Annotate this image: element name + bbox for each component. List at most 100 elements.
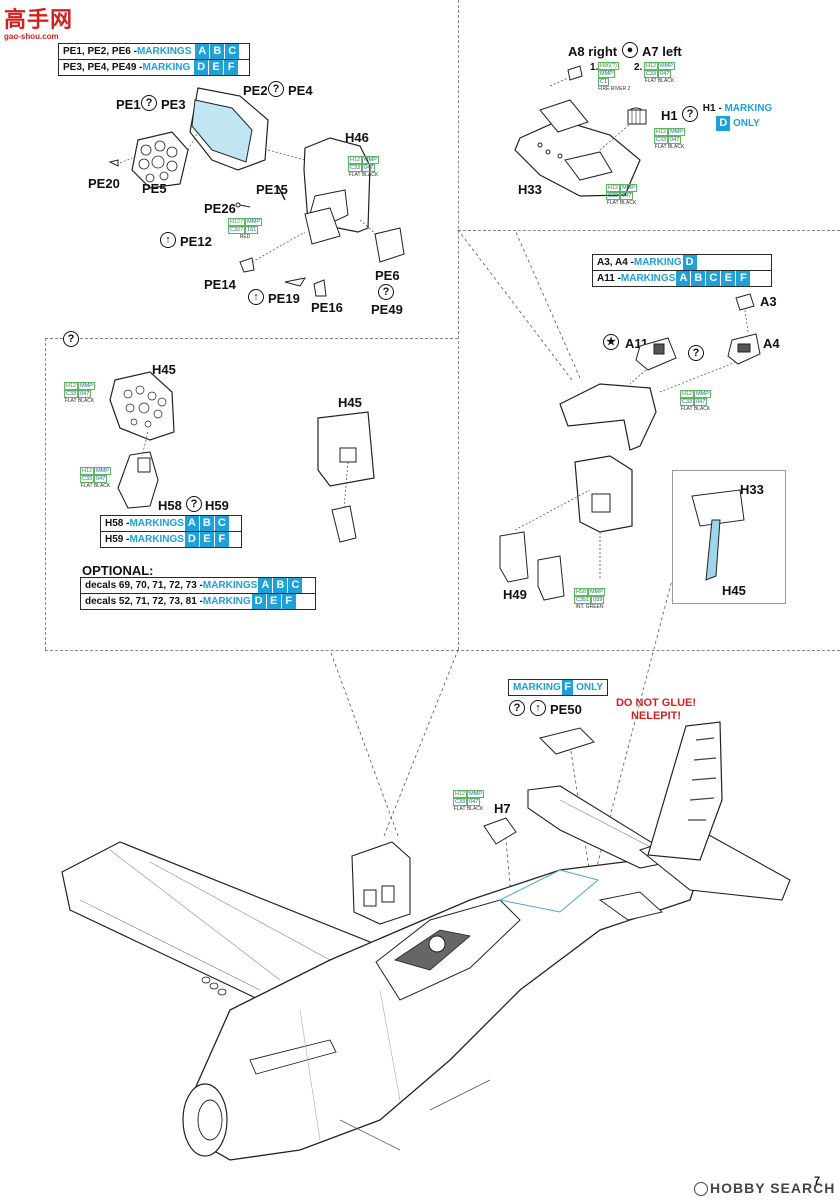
question-icon: ? [63, 331, 79, 347]
paint-code: C1 [598, 78, 610, 86]
label-h45: H45 [152, 362, 176, 377]
paint-code: 047 [94, 475, 108, 483]
warning-line: DO NOT GLUE! [615, 697, 697, 709]
paint-name: FLAT BLACK [80, 483, 111, 489]
paint-name: FLAT BLACK [680, 406, 711, 412]
paint-code: 047 [467, 798, 481, 806]
note-suffix: ONLY [732, 118, 760, 129]
marking-badge: F [224, 60, 239, 75]
row-word: MARKINGS [129, 534, 184, 545]
bend-arrow-icon: ↑ [248, 289, 264, 305]
marking-badge: D [682, 255, 697, 270]
marking-badge: D [194, 60, 209, 75]
label-pe20: PE20 [88, 176, 120, 191]
watermark-logo: 高手网 gao-shou.com [4, 2, 73, 41]
marking-badge: E [209, 60, 224, 75]
star-symbol-icon: ★ [603, 334, 619, 350]
label-h45-b: H45 [338, 395, 362, 410]
divider-v-top [458, 0, 459, 650]
paint-code: MMP [467, 790, 484, 798]
label-pe2: PE2 [243, 83, 268, 98]
note-prefix: H1 - [702, 103, 725, 114]
paint-code: 047 [668, 136, 682, 144]
marking-badge: B [691, 271, 706, 286]
optional-row1: decals 69, 70, 71, 72, 73 - MARKINGS A B… [81, 578, 315, 594]
watermark-url: gao-shou.com [4, 32, 59, 41]
row-prefix: A3, A4 - [597, 257, 634, 268]
paint-code: MMP [668, 128, 685, 136]
label-h33-detail: H33 [740, 482, 764, 497]
row-word: MARKING [633, 257, 682, 268]
marking-badge: E [721, 271, 736, 286]
optional-row2: decals 52, 71, 72, 73, 81 - MARKING D E … [81, 594, 315, 609]
row-word: MARKING [142, 62, 191, 73]
h59-markings-row: H59 - MARKINGS D E F [101, 532, 241, 547]
row-prefix: decals 69, 70, 71, 72, 73 - [85, 580, 203, 591]
paint-name: FLAT BLACK [348, 172, 379, 178]
label-h46: H46 [345, 130, 369, 145]
step-number: 2. [634, 62, 643, 73]
paint-callout: H90(?) MMP C1 FIRE RIVER 2 [598, 62, 630, 92]
row-prefix: PE1, PE2, PE6 - [63, 46, 137, 57]
question-icon: ? [186, 496, 202, 512]
paint-code: H12 [453, 790, 468, 798]
a3-a4-markings-row: A3, A4 - MARKING D [593, 255, 771, 271]
marking-badge: C [225, 44, 240, 59]
page-number: 7 [814, 1175, 821, 1187]
marking-badge: E [199, 532, 214, 547]
marking-f-row: MARKING F ONLY [509, 680, 607, 695]
panel1-markings-box: PE1, PE2, PE6 - MARKINGS A B C PE3, PE4,… [58, 43, 250, 76]
paint-code: C33 [606, 192, 621, 200]
marking-badge: A [258, 578, 273, 593]
marking-badge: D [716, 116, 731, 131]
marking-badge: D [184, 532, 199, 547]
paint-code: H12 [64, 382, 79, 390]
marking-badge: F [561, 680, 574, 695]
row-word: MARKINGS [136, 46, 192, 57]
marking-badge: C [706, 271, 721, 286]
footer-watermark-text: HOBBY SEARCH [710, 1180, 836, 1196]
paint-name: FLAT BLACK [654, 144, 685, 150]
label-pe12: PE12 [180, 234, 212, 249]
label-pe26: PE26 [204, 201, 236, 216]
marking-badge: A [184, 516, 199, 531]
paint-code: MMP [78, 382, 95, 390]
label-h58: H58 [158, 498, 182, 513]
label-pe5: PE5 [142, 181, 167, 196]
marking-badge: A [195, 44, 210, 59]
paint-code: C33 [80, 475, 95, 483]
h58-markings-row: H58 - MARKINGS A B C [101, 516, 241, 532]
do-not-glue-warning: DO NOT GLUE! NELEPIT! [606, 697, 706, 723]
label-h49: H49 [503, 587, 527, 602]
paint-name: FLAT BLACK [453, 806, 484, 812]
paint-code: H12 [348, 156, 363, 164]
row-prefix: H58 - [105, 518, 130, 529]
paint-code: C33 [644, 70, 659, 78]
paint-code: H12 [80, 467, 95, 475]
label-pe50: PE50 [550, 702, 582, 717]
paint-code: MMP [94, 467, 111, 475]
paint-code: 047 [78, 390, 92, 398]
divider-h-right [458, 230, 840, 231]
paint-name: FLAT BLACK [644, 78, 675, 84]
divider-h-bottom [45, 650, 840, 651]
paint-name: FIRE RIVER 2 [598, 86, 631, 92]
paint-code: C33 [453, 798, 468, 806]
panel1-markings-row1: PE1, PE2, PE6 - MARKINGS A B C [59, 44, 249, 60]
label-pe16: PE16 [311, 300, 343, 315]
marking-f-only-box: MARKING F ONLY [508, 679, 608, 696]
label-h33: H33 [518, 182, 542, 197]
paint-code: H12 [654, 128, 669, 136]
question-icon: ? [688, 345, 704, 361]
paint-name: INT. GREEN [575, 604, 604, 610]
